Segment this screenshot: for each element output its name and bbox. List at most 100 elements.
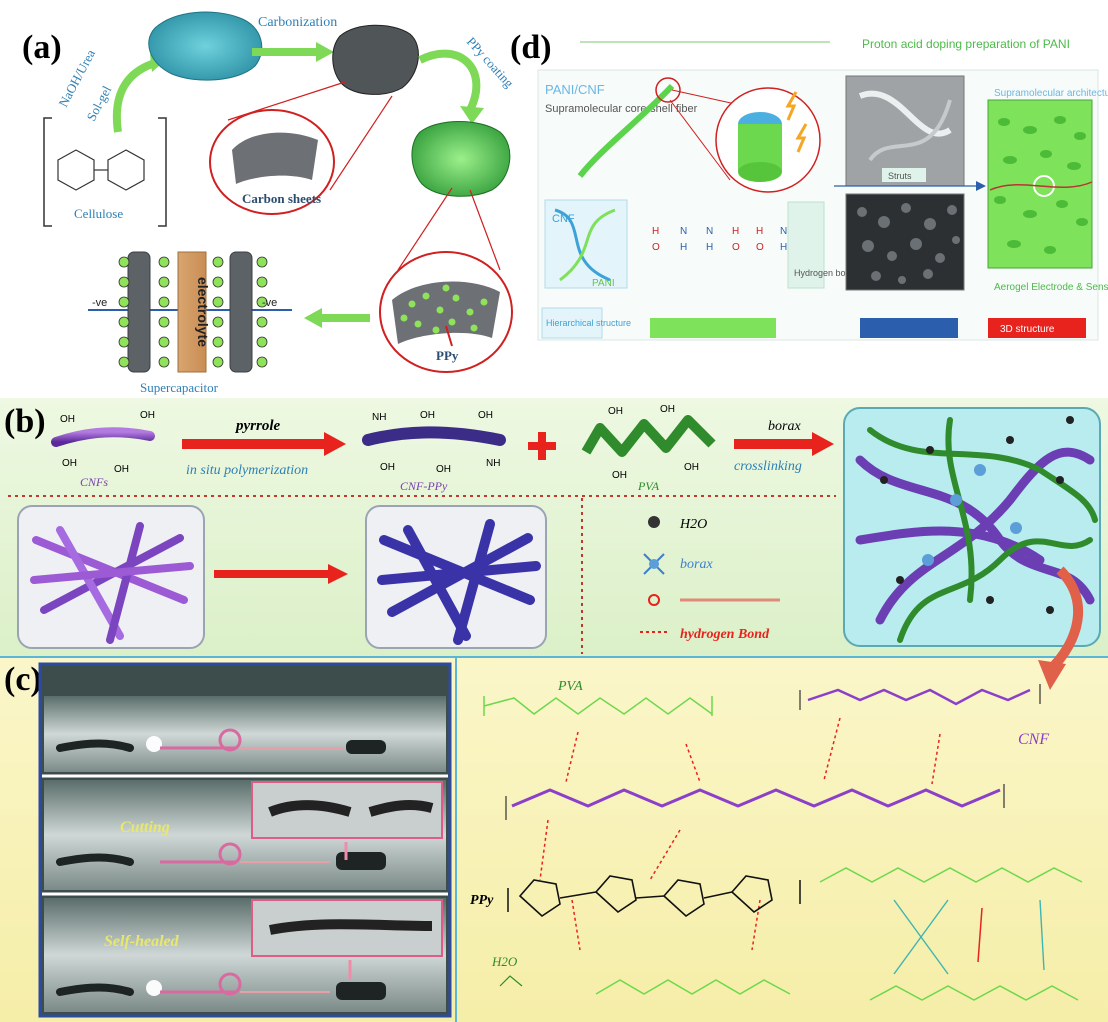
svg-text:H: H xyxy=(680,242,687,253)
hydrogen-bonds xyxy=(539,717,941,951)
svg-text:O: O xyxy=(756,242,764,253)
pani-label: PANI xyxy=(592,278,615,289)
supercapacitor-label: Supercapacitor xyxy=(140,380,219,395)
structure-3d-label: 3D structure xyxy=(1000,324,1055,335)
pani-cnf-label: PANI/CNF xyxy=(545,82,605,97)
svg-text:H: H xyxy=(652,226,659,237)
cutting-label: Cutting xyxy=(120,819,170,836)
cnf-ppy-fiber xyxy=(362,426,506,446)
pyrrole-label: pyrrole xyxy=(234,418,281,434)
ppy-coated-aerogel xyxy=(411,121,511,197)
cellulose-structure xyxy=(43,117,167,227)
ppy-oh-2: OH xyxy=(478,410,493,421)
hierarchical-label: Hierarchical structure xyxy=(546,318,631,328)
carbon-sheets-label: Carbon sheets xyxy=(242,191,321,206)
ppy-oh-4: OH xyxy=(436,464,451,475)
pva-chem-label: PVA xyxy=(557,679,583,694)
legend-borax: borax xyxy=(680,557,713,572)
panel-d: (d) Proton acid doping preparation of PA… xyxy=(510,29,1108,341)
carbon-sheet xyxy=(232,132,318,184)
cnfs-label: CNFs xyxy=(80,475,108,489)
pva-oh-2: OH xyxy=(660,404,675,415)
electrolyte-label: electrolyte xyxy=(195,277,211,347)
ppy-oh-1: OH xyxy=(420,410,435,421)
cnf-ppy-label: CNF-PPy xyxy=(400,479,448,493)
ppy-chem-label: PPy xyxy=(470,893,494,908)
svg-text:N: N xyxy=(706,226,713,237)
panel-d-label: (d) xyxy=(510,29,552,66)
led-row-3 xyxy=(146,980,162,996)
legend: H2O borax hydrogen Bond xyxy=(640,516,780,642)
crosslinking-label: crosslinking xyxy=(734,459,802,474)
chemical-structure: PVA CNF PPy xyxy=(470,566,1084,1001)
panel-a-label: (a) xyxy=(22,29,62,66)
proton-doping-title: Proton acid doping preparation of PANI xyxy=(862,37,1070,51)
ppy-nh-1: NH xyxy=(372,412,386,423)
cnf-ppy-network xyxy=(377,519,541,645)
self-healed-label: Self-healed xyxy=(104,933,180,950)
pva-oh-1: OH xyxy=(608,406,623,417)
supramolecular-label: Supramolecular architecture xyxy=(994,88,1108,99)
cnf-oh-1: OH xyxy=(60,414,75,425)
svg-text:N: N xyxy=(780,226,787,237)
ppy-coating-arrow xyxy=(418,49,481,112)
ppy-nh-2: NH xyxy=(486,458,500,469)
pva-backbone xyxy=(483,697,713,715)
cnfs-fiber xyxy=(51,427,155,447)
sol-gel-label: Sol-gel xyxy=(83,83,114,124)
aerogel-label: Aerogel Electrode & Sensing xyxy=(994,282,1108,293)
aerogel-block xyxy=(987,99,1093,269)
pva-backbone-bottom xyxy=(595,979,791,995)
panel-c: (c) Cutting Self-healed xyxy=(0,656,1108,1022)
struts-label: Struts xyxy=(888,171,912,181)
zoom-arrow xyxy=(1046,566,1084,674)
cnf-network xyxy=(30,522,194,644)
cnf-backbone-top xyxy=(807,688,1031,706)
svg-text:N: N xyxy=(680,226,687,237)
svg-text:H: H xyxy=(780,242,787,253)
ppy-particles xyxy=(400,284,488,334)
svg-text:O: O xyxy=(652,242,660,253)
core-shell-label: Supramolecular core-shell fiber xyxy=(545,103,698,115)
sol-gel-arrow xyxy=(112,58,160,133)
panel-b-label: (b) xyxy=(4,403,46,440)
in-situ-label: in situ polymerization xyxy=(186,463,308,478)
ppy-label: PPy xyxy=(436,348,459,363)
borax-crosslink xyxy=(893,899,1045,975)
carbonization-label: Carbonization xyxy=(258,15,337,30)
cnf-oh-4: OH xyxy=(114,464,129,475)
h2o-chem-label: H2O xyxy=(491,954,518,969)
core-shell-fiber xyxy=(577,83,675,178)
panel-c-label: (c) xyxy=(4,661,42,698)
legend-hydrogen-bond: hydrogen Bond xyxy=(680,627,770,642)
pva-oh-3: OH xyxy=(612,470,627,481)
cnf-oh-3: OH xyxy=(62,458,77,469)
panel-a: (a) Cellulose NaOH/Urea Sol-gel Carboniz… xyxy=(22,11,517,395)
panel-b: (b) OH OH OH OH CNFs pyrrole in situ pol… xyxy=(0,398,1108,656)
ppy-oh-3: OH xyxy=(380,462,395,473)
supercapacitor-diagram: electrolyte -ve -ve xyxy=(88,251,292,373)
pva-label: PVA xyxy=(637,479,660,493)
hydrogen-bonds-label: Hydrogen bonds xyxy=(794,268,861,278)
hbond-atoms: H O N H N H H O H O N H xyxy=(652,226,787,253)
cnf-chem-label: CNF xyxy=(1018,731,1049,748)
borax-top-label: borax xyxy=(768,419,801,434)
svg-text:O: O xyxy=(732,242,740,253)
legend-h2o: H2O xyxy=(679,517,707,532)
cellulose-aerogel xyxy=(148,11,263,81)
ppy-rings xyxy=(518,875,773,918)
svg-text:H: H xyxy=(756,226,763,237)
pva-chain xyxy=(581,415,716,457)
svg-text:H: H xyxy=(732,226,739,237)
cnf-backbone-middle xyxy=(511,788,1001,808)
carbon-aerogel xyxy=(332,24,419,95)
pva-oh-4: OH xyxy=(684,462,699,473)
led-row-1 xyxy=(146,736,162,752)
cellulose-label: Cellulose xyxy=(74,206,123,221)
cnf-oh-2: OH xyxy=(140,410,155,421)
pva-crosslink-bottom xyxy=(869,985,1079,1001)
negative-right-label: -ve xyxy=(262,297,277,309)
negative-left-label: -ve xyxy=(92,297,107,309)
